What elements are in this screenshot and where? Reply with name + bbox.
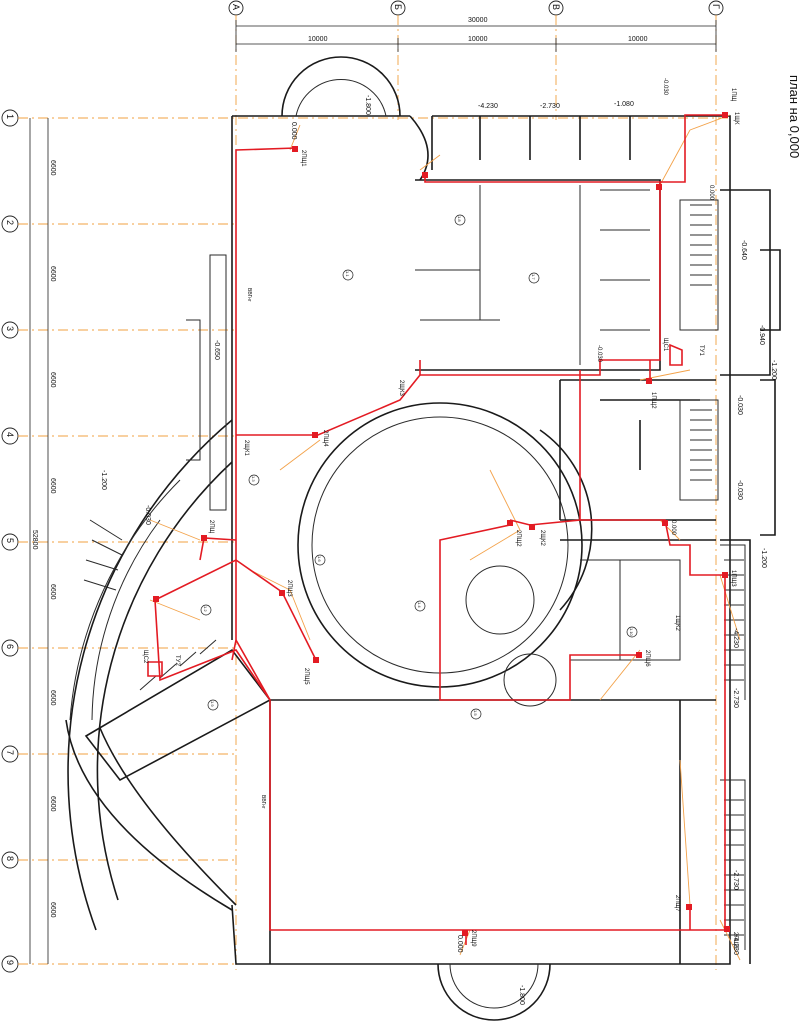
level-mark: 0.000 [456,935,463,953]
level-mark: -2.730 [540,103,560,110]
column-axes: А Б В Г [228,0,724,970]
level-mark: -1.800 [364,95,371,115]
dim-top-span-2: 10000 [468,36,488,43]
leader-lines [149,114,741,961]
equipment-label: 2ЩК1 [243,440,249,456]
axis-label-3: 3 [5,326,15,331]
equipment-label: 2ПЩ2 [515,530,521,547]
level-mark: -0.030 [596,345,602,363]
room-tag: 1.3 [251,476,256,482]
dim-left-span-3: 6600 [49,372,56,388]
equipment-label: 2ПЩ4 [322,430,328,447]
panel-sub-label: ЩС1 [662,338,668,352]
equipment-label: 2ЩК2 [539,530,545,546]
dim-top-span-3: 10000 [628,36,648,43]
top-dimensions: 30000 10000 10000 10000 [235,17,717,52]
level-mark: -2.730 [732,870,739,890]
equipment-label: 1ПЩ2 [650,392,656,409]
axis-label-8: 8 [5,856,15,861]
room-tag: 1.10 [629,628,634,637]
equipment-label: 2ПЩ9 [470,930,476,947]
level-mark: -1.800 [518,985,525,1005]
equipment-label: 1ЩК [733,112,739,125]
cable-tag: ВВГнг [260,795,266,809]
level-mark: -0.940 [758,325,765,345]
panel-label: ТУ1 [698,345,704,356]
cable-tag: ВВГнг [246,288,252,302]
room-tag: 1.6 [317,556,322,562]
equipment-label: 2ЩК3 [398,380,404,396]
dim-left-span-2: 6600 [49,266,56,282]
equipment-label: 2ПЩ6 [644,650,650,667]
level-mark: -2.730 [732,688,739,708]
equipment-label: 2ПЩ [208,520,214,534]
axis-label-6: 6 [5,644,15,649]
room-tag: 1.9 [210,701,215,707]
dim-overall-left: 52800 [31,530,38,550]
equipment-label: 2ПЩ7 [674,895,680,912]
equipment-label: 2ПЩ3 [286,580,292,597]
level-mark: -0.030 [736,395,743,415]
equipment-label: 1ЩК2 [674,615,680,631]
level-mark: -4.230 [478,103,498,110]
room-tag: 1.1 [345,271,350,277]
level-mark: -1.200 [760,548,767,568]
axis-label-v: В [551,4,561,10]
equipment-label: 2ПЩ5 [303,668,309,685]
level-mark: 0.000 [670,520,676,536]
level-mark: 0.000 [290,122,297,140]
equipment-markers [153,112,730,936]
cable-routes [147,114,726,945]
panel-label: ТУ2 [174,655,180,666]
level-mark: -1.200 [100,470,107,490]
dim-left-span-4: 6600 [49,478,56,494]
plan-title: план на 0,000 [787,75,800,158]
left-dimensions: 52800 6600 6600 6600 6600 6600 6600 6600… [29,118,56,964]
axis-label-7: 7 [5,750,15,755]
level-mark: -1.080 [614,101,634,108]
level-mark: -0.650 [213,340,220,360]
level-mark: 0.000 [708,185,714,201]
level-mark: -0.030 [144,505,151,525]
axis-label-5: 5 [5,538,15,543]
level-mark: -4.230 [732,935,739,955]
axis-label-4: 4 [5,432,15,437]
level-mark: -0.640 [740,240,747,260]
room-tag: 1.5 [473,710,478,716]
dim-left-span-5: 6600 [49,584,56,600]
equipment-label: 1ПЩ3 [730,570,736,587]
equipment-labels: 2ПЩ1 2ЩК3 2ПЩ4 2ЩК1 2ПЩ2 2ЩК2 2ПЩ3 2ПЩ5 … [208,88,739,949]
level-mark: -0.030 [662,78,668,96]
row-axes: 1 2 3 4 5 6 7 8 9 [1,109,730,973]
room-tag: 1.7 [531,274,536,280]
room-tag: 1.4 [417,602,422,608]
axis-label-2: 2 [5,220,15,225]
axis-label-b: Б [393,4,403,10]
dim-overall-top: 30000 [468,17,488,24]
equipment-label: 1ПЩ [730,88,736,102]
dim-left-span-1: 6600 [49,160,56,176]
axis-label-9: 9 [5,960,15,965]
dim-left-span-6: 6600 [49,690,56,706]
dim-left-span-7: 6600 [49,796,56,812]
room-tag: 1.2 [203,606,208,612]
building-walls [65,56,781,1021]
dim-left-span-8: 6600 [49,902,56,918]
level-mark: -1.200 [770,360,777,380]
cable-tags: ВВГнг ВВГнг [246,288,266,809]
level-mark: -0.030 [736,480,743,500]
control-panels: ТУ1 ЩС1 ТУ2 ЩС2 [142,338,704,666]
equipment-label: 2ПЩ8 [732,932,738,949]
room-tags: 1.1 1.2 1.3 1.4 1.5 1.6 1.7 1.8 1.9 1.10 [200,214,638,720]
axis-label-1: 1 [5,114,15,119]
axis-label-a: А [231,4,241,10]
level-marks: -1.800 0.000 -4.230 -2.730 -1.080 -0.030… [100,78,777,1005]
panel-sub-label: ЩС2 [142,650,148,664]
level-mark: -4.230 [732,628,739,648]
axis-label-g: Г [711,4,721,9]
dim-top-span-1: 10000 [308,36,328,43]
room-tag: 1.8 [457,216,462,222]
equipment-label: 2ПЩ1 [300,150,306,167]
